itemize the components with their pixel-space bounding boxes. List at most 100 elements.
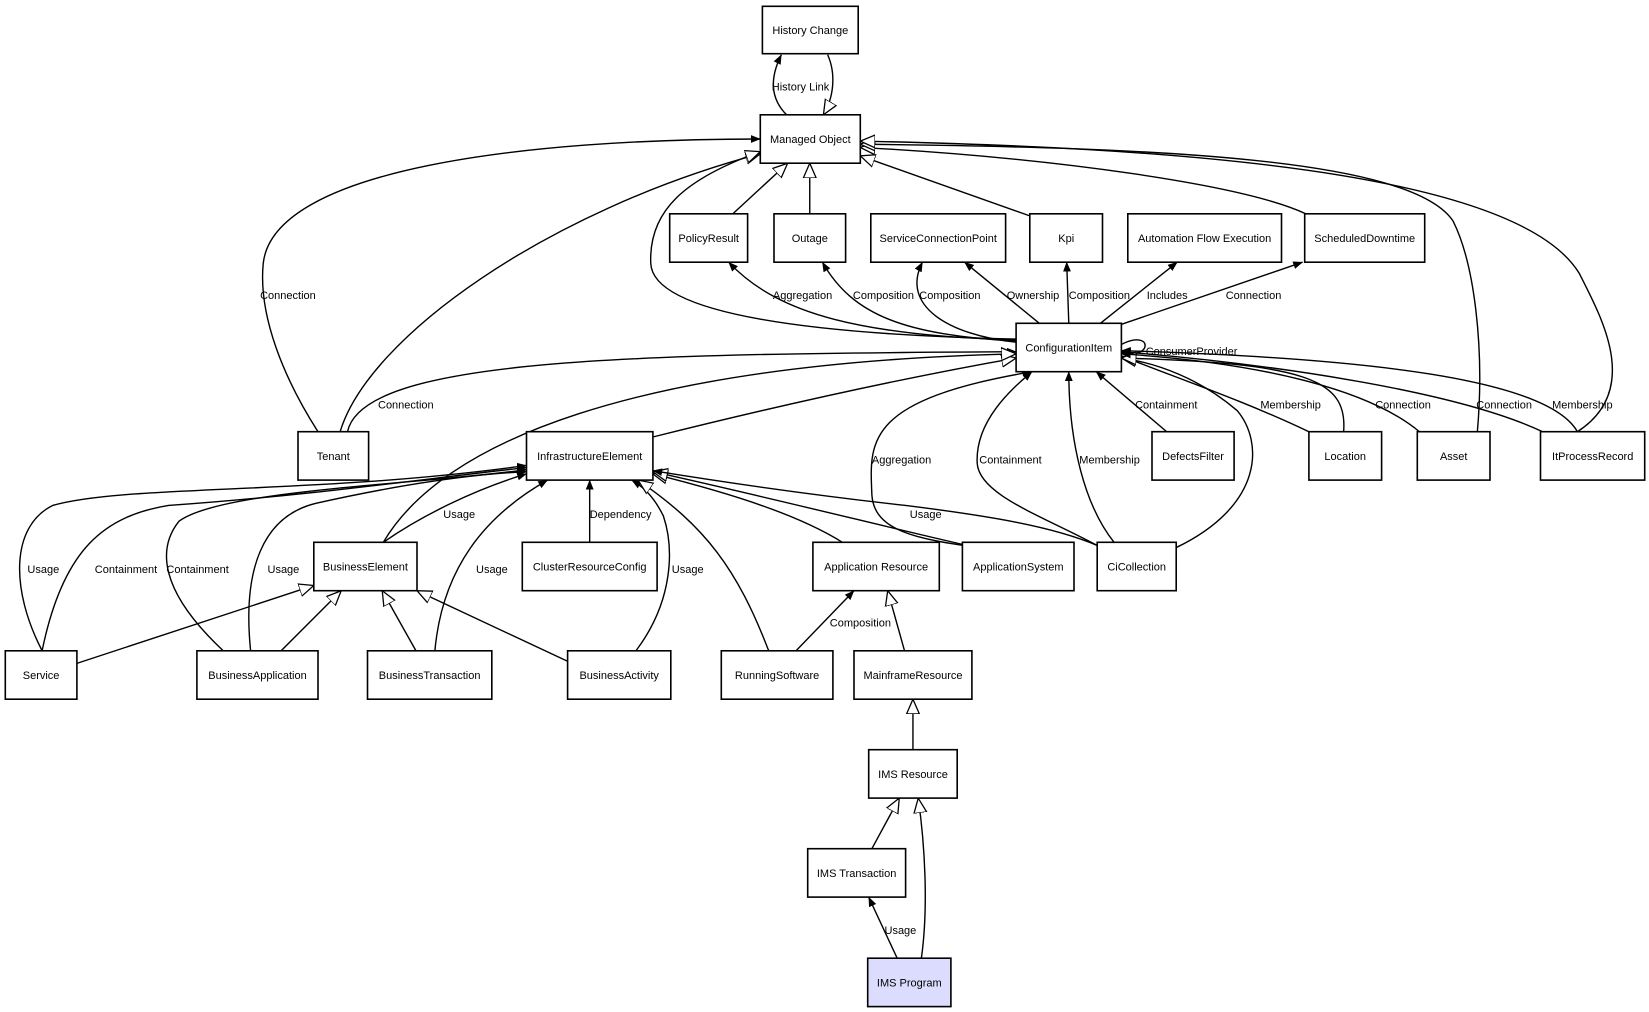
node-label: BusinessElement <box>323 561 408 573</box>
node-scheduled-downtime[interactable]: ScheduledDowntime <box>1303 213 1426 264</box>
node-asset[interactable]: Asset <box>1416 430 1491 481</box>
node-box[interactable] <box>1303 213 1426 264</box>
node-box[interactable] <box>668 213 749 264</box>
node-ci-collection[interactable]: CiCollection <box>1096 541 1177 592</box>
node-policy-result[interactable]: PolicyResult <box>668 213 749 264</box>
association-arrow <box>822 261 1016 341</box>
edge-label: Composition <box>830 618 891 630</box>
node-box[interactable] <box>1127 213 1283 264</box>
node-box[interactable] <box>525 430 654 481</box>
node-infrastructure-element[interactable]: InfrastructureElement <box>525 430 654 481</box>
node-label: ItProcessRecord <box>1552 451 1633 463</box>
node-ims-resource[interactable]: IMS Resource <box>867 748 959 799</box>
association-arrow <box>796 591 854 651</box>
edge-service-to-infrastructure-element <box>20 462 528 650</box>
node-label: ApplicationSystem <box>973 561 1064 573</box>
node-label: IMS Transaction <box>817 868 896 880</box>
node-it-process-record[interactable]: ItProcessRecord <box>1539 430 1646 481</box>
node-service-connection-point[interactable]: ServiceConnectionPoint <box>869 213 1007 264</box>
node-box[interactable] <box>720 649 834 700</box>
node-application-resource[interactable]: Application Resource <box>812 541 941 592</box>
edge-business-application-to-infrastructure-element <box>249 468 528 651</box>
node-running-software[interactable]: RunningSoftware <box>720 649 834 700</box>
node-business-activity[interactable]: BusinessActivity <box>566 649 672 700</box>
node-box[interactable] <box>961 541 1075 592</box>
edge-label: Connection <box>378 400 434 412</box>
node-outage[interactable]: Outage <box>773 213 847 264</box>
node-box[interactable] <box>1539 430 1646 481</box>
node-box[interactable] <box>1416 430 1491 481</box>
edge-label: Connection <box>1476 400 1532 412</box>
node-ims-program[interactable]: IMS Program <box>866 957 952 1008</box>
node-service[interactable]: Service <box>4 649 78 700</box>
node-mainframe-resource[interactable]: MainframeResource <box>853 649 973 700</box>
node-box[interactable] <box>4 649 78 700</box>
node-business-transaction[interactable]: BusinessTransaction <box>366 649 493 700</box>
node-box[interactable] <box>806 847 907 898</box>
node-box[interactable] <box>1029 213 1104 264</box>
edge-tenant-to-managed-object-inheritance <box>340 154 760 432</box>
node-defects-filter[interactable]: DefectsFilter <box>1151 430 1235 481</box>
node-box[interactable] <box>866 957 952 1008</box>
node-automation-flow-execution[interactable]: Automation Flow Execution <box>1127 213 1283 264</box>
node-history-change[interactable]: History Change <box>761 5 860 55</box>
inheritance-arrow <box>872 798 899 849</box>
association-arrow <box>1062 261 1072 323</box>
node-box[interactable] <box>366 649 493 700</box>
inheritance-arrow <box>733 163 788 214</box>
association-arrow <box>729 262 1016 340</box>
edge-label: Containment <box>1135 400 1197 412</box>
node-configuration-item[interactable]: ConfigurationItem <box>1015 322 1123 373</box>
node-box[interactable] <box>566 649 672 700</box>
edge-kpi-to-managed-object-inheritance <box>860 156 1030 216</box>
node-box[interactable] <box>867 748 959 799</box>
node-box[interactable] <box>312 541 418 592</box>
node-tenant[interactable]: Tenant <box>297 430 370 481</box>
node-label: IMS Program <box>877 977 942 989</box>
node-box[interactable] <box>297 430 370 481</box>
node-box[interactable] <box>1308 430 1383 481</box>
node-business-application[interactable]: BusinessApplication <box>196 649 319 700</box>
node-box[interactable] <box>1151 430 1235 481</box>
edge-asset-to-managed-object-inheritance <box>860 144 1479 431</box>
node-label: ScheduledDowntime <box>1314 233 1415 245</box>
node-managed-object[interactable]: Managed Object <box>759 114 862 165</box>
edge-label: Usage <box>268 564 300 576</box>
edge-ims-program-to-ims-resource-inheritance <box>918 798 925 958</box>
edge-label: Containment <box>979 454 1041 466</box>
edge-label: Connection <box>260 290 316 302</box>
node-box[interactable] <box>853 649 973 700</box>
node-box[interactable] <box>761 5 860 55</box>
association-arrow <box>869 896 897 958</box>
edge-label: Connection <box>1375 400 1431 412</box>
inheritance-arrow <box>860 144 1479 431</box>
node-label: Outage <box>792 233 828 245</box>
node-box[interactable] <box>759 114 862 165</box>
node-label: InfrastructureElement <box>537 451 642 463</box>
node-box[interactable] <box>869 213 1007 264</box>
node-label: Kpi <box>1058 233 1074 245</box>
association-arrow <box>167 466 528 651</box>
node-ims-transaction[interactable]: IMS Transaction <box>806 847 907 898</box>
node-box[interactable] <box>812 541 941 592</box>
edge-tenant-to-configuration-item <box>347 347 1017 432</box>
node-box[interactable] <box>196 649 319 700</box>
inheritance-arrow <box>860 141 1612 432</box>
edge-configuration-item-to-outage <box>822 261 1016 341</box>
node-box[interactable] <box>521 541 658 592</box>
edge-label: Membership <box>1552 400 1613 412</box>
edge-it-process-record-to-managed-object-inheritance <box>860 141 1612 432</box>
association-arrow <box>249 468 528 651</box>
association-arrow <box>652 468 1097 546</box>
edge-location-to-configuration-item <box>1120 356 1308 432</box>
node-business-element[interactable]: BusinessElement <box>312 541 418 592</box>
node-location[interactable]: Location <box>1308 430 1383 481</box>
node-kpi[interactable]: Kpi <box>1029 213 1104 264</box>
node-application-system[interactable]: ApplicationSystem <box>961 541 1075 592</box>
node-box[interactable] <box>1015 322 1123 373</box>
node-label: History Change <box>772 25 848 37</box>
node-box[interactable] <box>773 213 847 264</box>
node-cluster-resource-config[interactable]: ClusterResourceConfig <box>521 541 658 592</box>
inheritance-arrow <box>888 591 905 651</box>
node-box[interactable] <box>1096 541 1177 592</box>
